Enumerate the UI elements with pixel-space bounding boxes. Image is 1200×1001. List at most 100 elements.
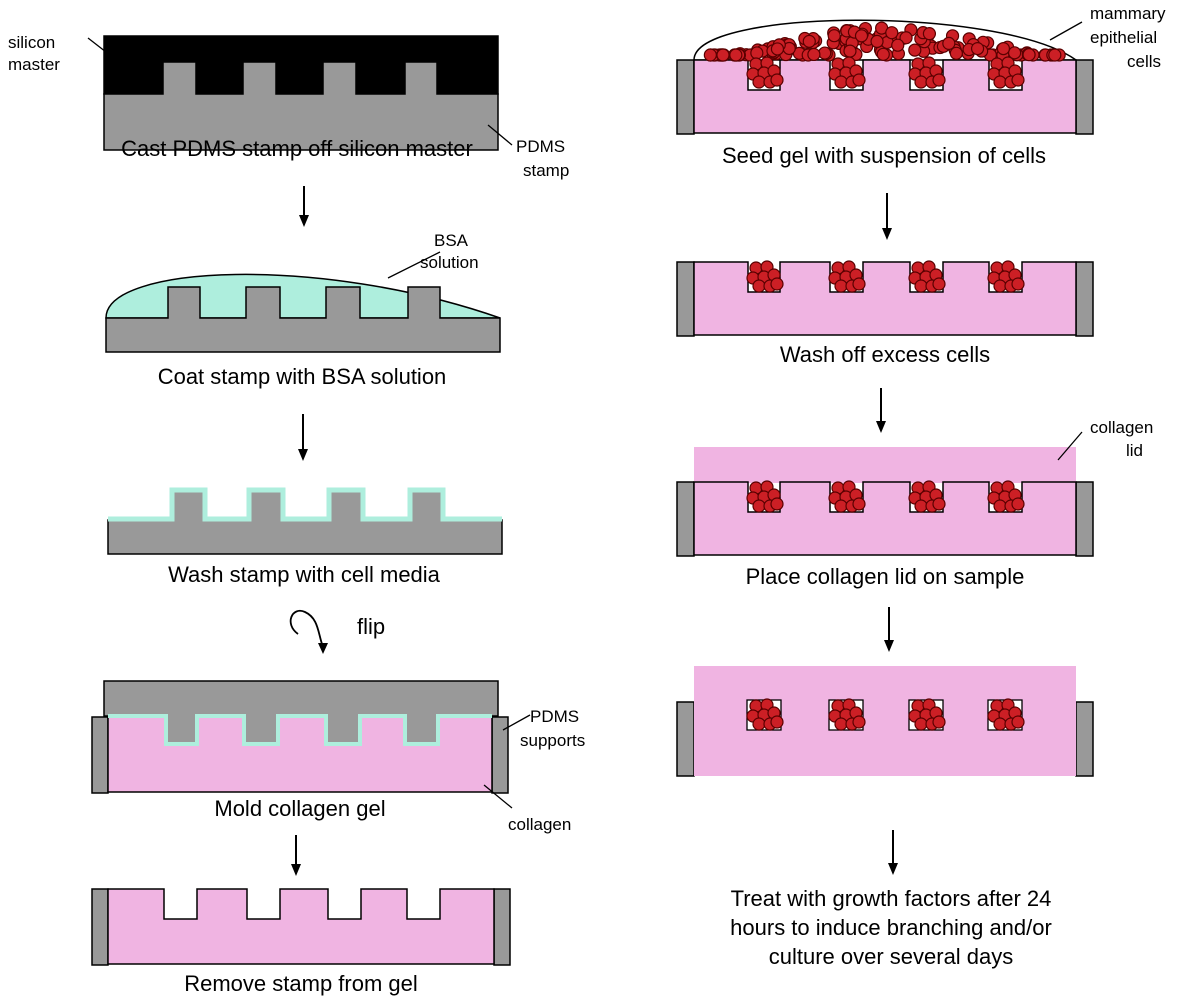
pdms-support-right — [1075, 59, 1094, 135]
step-wash-stamp: Wash stamp with cell media — [107, 487, 503, 587]
cell — [942, 36, 956, 50]
silicon-leader — [87, 37, 107, 53]
step-wash-cells: Wash off excess cells — [676, 260, 1094, 367]
pdms-stamp — [105, 286, 501, 353]
cell — [932, 277, 946, 291]
cell — [752, 279, 766, 293]
cell — [885, 26, 899, 40]
cell — [807, 47, 821, 62]
cell-clusters — [746, 480, 1025, 513]
pdms-stamp-label-1: PDMS — [516, 137, 565, 156]
pdms-support-left — [91, 888, 109, 966]
cell — [899, 31, 913, 45]
cell — [1007, 46, 1022, 60]
cell — [1048, 48, 1062, 62]
cell — [949, 46, 963, 60]
cell — [854, 29, 869, 43]
lid-leader — [1057, 431, 1083, 461]
cells-suspension — [703, 21, 1066, 89]
pdms-support-right — [1075, 481, 1094, 557]
cell — [870, 34, 884, 49]
pdms-support-right — [1075, 701, 1094, 777]
cell — [993, 75, 1007, 89]
pdms-support-left — [676, 59, 695, 135]
pdms-stamp-label-2: stamp — [523, 161, 569, 180]
cell — [770, 277, 784, 291]
supports-label-2: supports — [520, 731, 585, 750]
cell — [843, 44, 857, 58]
cell — [993, 499, 1007, 513]
cell — [993, 717, 1007, 731]
caption-cast: Cast PDMS stamp off silicon master — [121, 136, 473, 161]
arrow-down-icon — [291, 835, 301, 876]
cell — [914, 75, 928, 89]
cell-clusters — [746, 260, 1025, 293]
cell — [1011, 497, 1025, 511]
cell — [993, 279, 1007, 293]
cells-leader — [1049, 21, 1083, 41]
pdms-support-left — [676, 261, 695, 337]
cell — [834, 717, 848, 731]
pdms-support-right — [493, 888, 511, 966]
cell — [932, 73, 946, 87]
supports-leader — [502, 714, 531, 731]
bsa-leader — [387, 251, 441, 279]
cell — [703, 48, 717, 62]
caption-wash: Wash stamp with cell media — [168, 562, 441, 587]
arrow-down-icon — [888, 830, 898, 875]
caption-coat: Coat stamp with BSA solution — [158, 364, 447, 389]
cell — [770, 42, 785, 56]
cell — [834, 499, 848, 513]
caption-wash-cells: Wash off excess cells — [780, 342, 990, 367]
arrow-down-icon — [299, 186, 309, 227]
cell — [922, 27, 937, 41]
arrow-down-icon — [876, 388, 886, 433]
cell — [802, 34, 816, 48]
cell — [752, 499, 766, 513]
cell — [1011, 715, 1025, 729]
cell — [834, 75, 848, 89]
cell — [770, 715, 784, 729]
pdms-support-left — [676, 481, 695, 557]
cells-label-1: mammary — [1090, 4, 1166, 23]
pdms-leader — [487, 124, 513, 146]
arrow-down-icon — [882, 193, 892, 240]
collagen-gel — [107, 888, 495, 965]
step-embedded — [676, 666, 1094, 777]
cell — [876, 47, 890, 61]
caption-mold: Mold collagen gel — [214, 796, 385, 821]
cell — [932, 497, 946, 511]
cell — [818, 46, 832, 60]
cell — [914, 279, 928, 293]
cell — [827, 29, 841, 43]
cell — [852, 715, 866, 729]
caption-treat-2: hours to induce branching and/or — [730, 915, 1052, 940]
collagen-label: collagen — [508, 815, 571, 834]
flip-icon — [289, 609, 328, 654]
collagen-gel — [693, 59, 1077, 134]
cell — [914, 499, 928, 513]
pdms-stamp — [103, 61, 499, 151]
cell — [770, 497, 784, 511]
step-cast-stamp: silicon master PDMS stamp Cast PDMS stam… — [8, 33, 569, 180]
cell — [932, 715, 946, 729]
cell — [996, 42, 1011, 56]
lid-label-1: collagen — [1090, 418, 1153, 437]
caption-lid: Place collagen lid on sample — [746, 564, 1025, 589]
pdms-support-left — [676, 701, 695, 777]
flip-label: flip — [357, 614, 385, 639]
arrow-down-icon — [884, 607, 894, 652]
cell — [852, 277, 866, 291]
silicon-label-2: master — [8, 55, 60, 74]
step-mold-gel: PDMS supports collagen Mold collagen gel — [91, 680, 585, 834]
bsa-label-1: BSA — [434, 231, 469, 250]
step-collagen-lid: collagen lid Place collagen lid on sampl… — [676, 418, 1153, 589]
cell — [1011, 73, 1025, 87]
cell — [729, 48, 743, 62]
bsa-label-2: solution — [420, 253, 479, 272]
caption-treat-3: culture over several days — [769, 944, 1014, 969]
pdms-support-right — [1075, 261, 1094, 337]
bsa-film — [108, 714, 492, 746]
cells-label-2: epithelial — [1090, 28, 1157, 47]
